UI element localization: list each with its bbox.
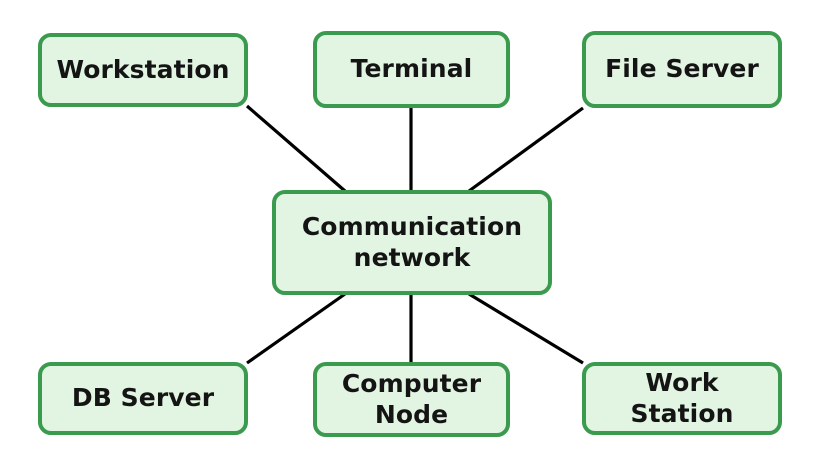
node-communication-network-label: Communication network [301, 212, 523, 272]
node-db-server[interactable]: DB Server [38, 362, 248, 435]
node-work-station[interactable]: Work Station [582, 362, 782, 435]
edge-hub-to-db-server [246, 292, 346, 365]
node-workstation-label: Workstation [56, 54, 230, 84]
node-terminal-label: Terminal [350, 54, 473, 84]
edge-file-server-to-hub [468, 106, 584, 193]
node-file-server[interactable]: File Server [582, 31, 782, 108]
node-db-server-label: DB Server [71, 383, 215, 413]
node-workstation[interactable]: Workstation [38, 33, 248, 107]
node-computer-node[interactable]: Computer Node [313, 362, 510, 437]
node-file-server-label: File Server [605, 54, 759, 84]
node-communication-network[interactable]: Communication network [272, 190, 552, 295]
edge-workstation-to-hub [245, 104, 347, 193]
node-terminal[interactable]: Terminal [313, 31, 510, 108]
node-computer-node-label: Computer Node [341, 369, 482, 429]
node-work-station-label: Work Station [630, 368, 734, 428]
edge-hub-to-work-station [468, 292, 584, 365]
